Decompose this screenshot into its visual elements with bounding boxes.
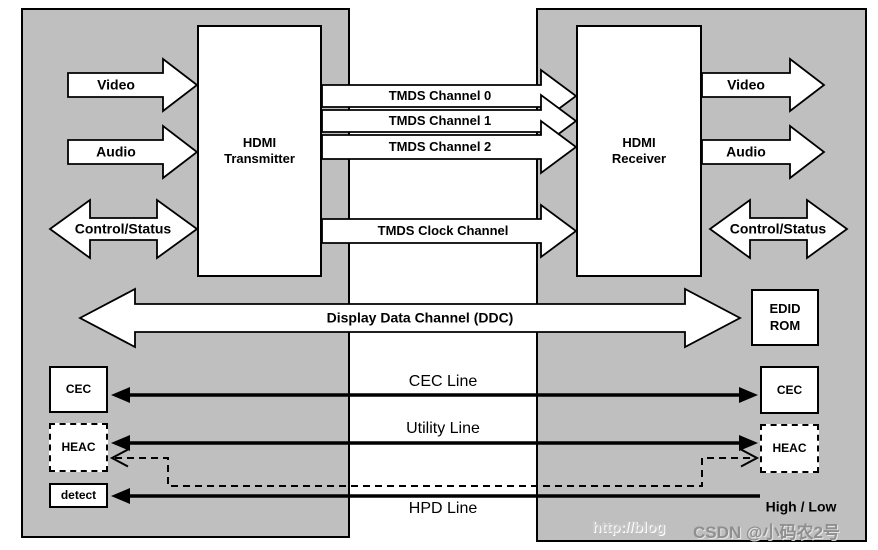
tmds-channel1-label: TMDS Channel 1 bbox=[388, 112, 492, 128]
ddc-arrow bbox=[78, 287, 742, 349]
hdmi-receiver-box: HDMI Receiver bbox=[576, 25, 702, 277]
hdmi-receiver-label: HDMI Receiver bbox=[611, 134, 667, 166]
cec-line-right-arrowhead bbox=[739, 387, 758, 403]
cec-right-box: CEC bbox=[760, 366, 819, 414]
cec-line-label: CEC Line bbox=[408, 373, 478, 391]
detect-label: detect bbox=[60, 488, 97, 502]
audio-in-arrow bbox=[67, 124, 199, 180]
heac-left-box: HEAC bbox=[49, 423, 108, 472]
edid-rom-box: EDID ROM bbox=[751, 289, 819, 346]
audio-out-arrow bbox=[701, 124, 826, 180]
cec-left-label: CEC bbox=[65, 382, 92, 396]
ddc-label: Display Data Channel (DDC) bbox=[326, 309, 514, 326]
watermark-url-text: http://blog bbox=[592, 519, 666, 536]
hpd-line-label: HPD Line bbox=[408, 500, 478, 518]
video-out-label: Video bbox=[727, 76, 765, 93]
heac-dashed-right-chevron bbox=[740, 448, 760, 468]
edid-rom-label: EDID ROM bbox=[769, 301, 801, 333]
audio-out-label: Audio bbox=[726, 143, 766, 160]
detect-box: detect bbox=[49, 483, 108, 508]
video-out-arrow bbox=[701, 57, 826, 113]
cec-left-box: CEC bbox=[49, 366, 108, 413]
video-in-label: Video bbox=[97, 76, 135, 93]
hpd-level-label: High / Low bbox=[765, 498, 837, 515]
tmds-clock-label: TMDS Clock Channel bbox=[377, 222, 509, 238]
tmds-channel2-arrow bbox=[321, 119, 578, 175]
hdmi-transmitter-label: HDMI Transmitter bbox=[224, 134, 295, 166]
control-status-right-label: Control/Status bbox=[729, 220, 827, 237]
video-in-arrow bbox=[67, 57, 199, 113]
heac-dashed-left-chevron bbox=[109, 448, 129, 468]
tmds-clock-arrow bbox=[321, 203, 578, 259]
utility-line-left-arrowhead bbox=[111, 435, 130, 451]
audio-in-label: Audio bbox=[96, 143, 136, 160]
heac-right-box: HEAC bbox=[760, 424, 819, 473]
heac-right-label: HEAC bbox=[772, 441, 807, 455]
control-status-right-arrow bbox=[708, 198, 849, 260]
heac-left-label: HEAC bbox=[61, 440, 96, 454]
heac-dashed-path bbox=[115, 457, 755, 487]
utility-line-right-arrowhead bbox=[739, 435, 758, 451]
watermark-csdn-text: CSDN @小码农2号 bbox=[693, 523, 840, 542]
utility-line-label: Utility Line bbox=[406, 420, 480, 438]
cec-right-label: CEC bbox=[776, 382, 803, 397]
cec-line-left-arrowhead bbox=[111, 387, 130, 403]
hpd-line-left-arrowhead bbox=[111, 488, 130, 504]
tmds-channel2-label: TMDS Channel 2 bbox=[388, 138, 492, 154]
hdmi-transmitter-box: HDMI Transmitter bbox=[197, 25, 322, 277]
tmds-channel0-label: TMDS Channel 0 bbox=[388, 87, 492, 103]
control-status-left-label: Control/Status bbox=[74, 220, 172, 237]
